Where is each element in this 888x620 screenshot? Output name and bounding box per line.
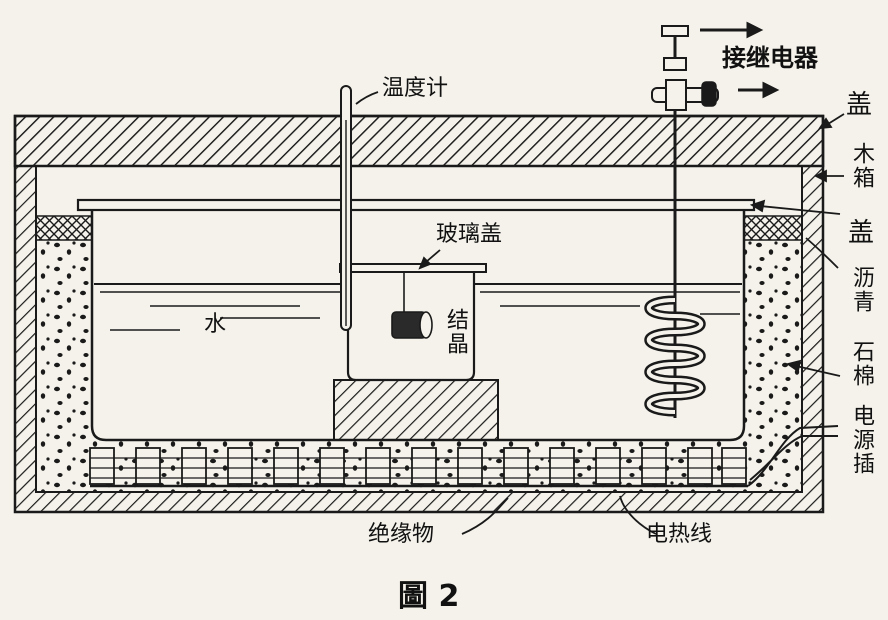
- label-wooden-box: 木箱: [849, 142, 874, 190]
- box-lid: [13, 114, 825, 168]
- inner-cover-plate: [76, 198, 756, 212]
- label-insulator: 绝缘物: [368, 522, 435, 547]
- thermometer: [340, 85, 352, 331]
- leader-lines: [355, 91, 845, 535]
- label-lid-inner: 盖: [848, 218, 875, 248]
- label-relay: 接继电器: [722, 44, 818, 72]
- asphalt-right: [743, 215, 803, 241]
- power-cord: [747, 425, 839, 487]
- label-asphalt: 沥青: [849, 266, 874, 314]
- label-power-plug: 电源插: [849, 404, 874, 476]
- thermostat: [644, 25, 719, 418]
- relay-arrows: [700, 21, 780, 99]
- support-block: [333, 379, 499, 441]
- glass-lid: [339, 263, 487, 273]
- label-heating-wire: 电热线: [646, 522, 713, 547]
- heating-wire: [89, 447, 748, 488]
- crystal: [391, 311, 433, 339]
- asphalt-left: [35, 215, 93, 241]
- label-asbestos: 石棉: [849, 340, 874, 388]
- label-water: 水: [204, 312, 227, 337]
- label-thermometer: 温度计: [382, 76, 449, 101]
- label-glass-lid: 玻璃盖: [436, 222, 503, 247]
- label-lid-right: 盖: [846, 90, 873, 120]
- figure-caption: 圖 2: [398, 579, 460, 614]
- label-crystal: 结晶: [443, 308, 468, 356]
